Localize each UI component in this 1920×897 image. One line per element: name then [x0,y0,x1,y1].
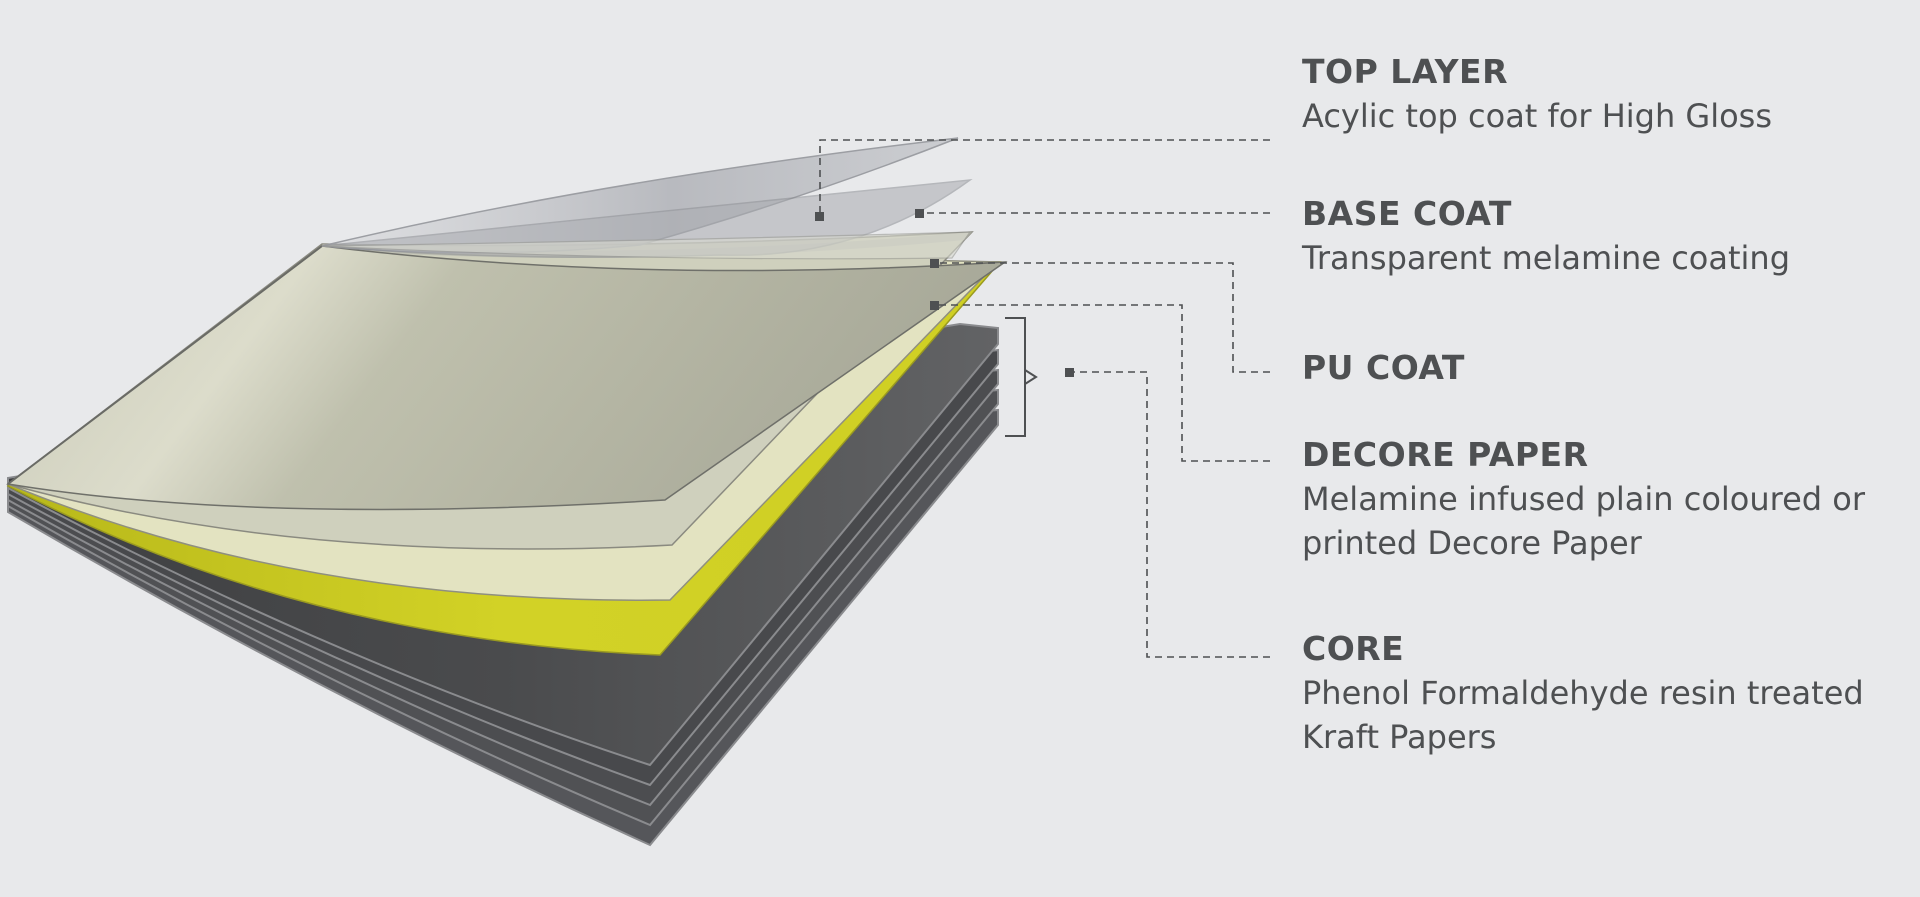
label-title: PU COAT [1302,348,1465,387]
label-title: DECORE PAPER [1302,435,1589,474]
label-title: BASE COAT [1302,194,1512,233]
label-top-layer: TOP LAYER Acylic top coat for High Gloss [1302,50,1772,138]
leader-pu-coat [935,262,1270,373]
leader-top-layer [819,139,1270,216]
leader-lines [819,139,1270,658]
label-decore-paper: DECORE PAPER Melamine infused plain colo… [1302,433,1865,565]
label-desc: Transparent melamine coating [1302,239,1790,277]
core-bracket [1005,317,1038,437]
dot-pu-coat [930,259,939,268]
label-desc: Melamine infused plain coloured or [1302,480,1865,518]
dot-top-layer [815,212,824,221]
label-title: TOP LAYER [1302,52,1508,91]
dot-base-coat [915,209,924,218]
label-title: CORE [1302,629,1405,668]
label-pu-coat: PU COAT [1302,346,1465,390]
top-board-face [6,245,1008,511]
label-desc: printed Decore Paper [1302,524,1642,562]
leader-dots [815,209,1074,377]
leader-core [1070,371,1270,658]
label-desc: Phenol Formaldehyde resin treated [1302,674,1864,712]
label-base-coat: BASE COAT Transparent melamine coating [1302,192,1790,280]
pu-coat-sheet-curl [321,231,972,260]
label-desc: Acylic top coat for High Gloss [1302,97,1773,135]
label-desc: Kraft Papers [1302,718,1497,756]
dot-core [1065,368,1074,377]
board-edge [7,245,323,485]
dot-decore-paper [930,301,939,310]
label-core: CORE Phenol Formaldehyde resin treated K… [1302,627,1864,759]
